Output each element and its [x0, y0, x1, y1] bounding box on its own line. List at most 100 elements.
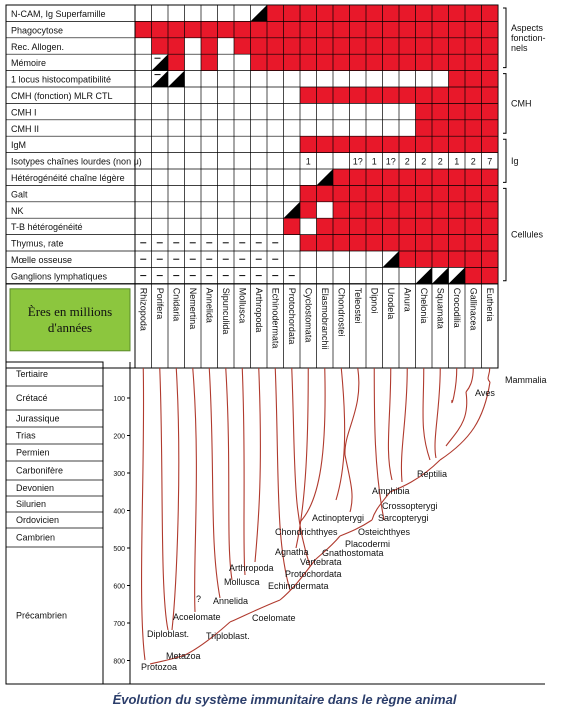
isotype-count: 2 [405, 157, 410, 167]
tree-label: Arthropoda [229, 563, 274, 573]
cell-present [465, 185, 482, 202]
cell-present [432, 21, 449, 38]
tree-label: Reptilia [417, 469, 447, 479]
cell-present [382, 218, 399, 235]
cell-present [333, 37, 350, 55]
cell-present [151, 21, 168, 38]
cell-present [432, 136, 449, 153]
taxa-frame [5, 283, 499, 369]
isotype-count: 1? [353, 157, 363, 167]
taxon-label: Chelonia [419, 288, 429, 324]
cell-present [349, 234, 366, 251]
tree-branch [389, 459, 441, 493]
isotype-count: 1 [454, 157, 459, 167]
cell-present [250, 54, 267, 71]
cell-present [481, 37, 498, 55]
tree-branch [400, 367, 408, 483]
cell-present [316, 218, 333, 235]
tree-branch [279, 559, 316, 601]
tree-branch [387, 367, 393, 481]
cell-present [432, 201, 449, 219]
cell-present [432, 103, 449, 120]
cell-present [300, 201, 317, 219]
cell-present [415, 37, 432, 55]
tree-label: Placodermi [345, 539, 390, 549]
cell-present [432, 169, 449, 186]
feature-label: Isotypes chaînes lourdes (non μ) [11, 157, 142, 167]
era-label: Jurassique [16, 414, 60, 424]
time-tick-label: 400 [113, 509, 125, 516]
cell-present [399, 87, 416, 104]
cell-present [250, 37, 267, 55]
cell-present [382, 234, 399, 251]
tree-label: Diploblast. [147, 629, 189, 639]
phylogenetic-tree: MammaliaAvesReptiliaAmphibiaCrossopteryg… [140, 367, 547, 672]
era-label: Silurien [16, 499, 46, 509]
taxon-label: Chondrostei [336, 288, 346, 337]
tree-branch [439, 381, 491, 461]
time-tick-label: 200 [113, 434, 125, 441]
time-tick-label: 100 [113, 396, 125, 403]
time-tick-label: 700 [113, 621, 125, 628]
cell-present [267, 37, 284, 55]
era-label: Trias [16, 431, 36, 441]
cell-present [432, 119, 449, 137]
cell-present [316, 185, 333, 202]
cell-transition [432, 267, 449, 284]
tree-label: Amphibia [372, 486, 410, 496]
cell-present [448, 119, 465, 137]
cell-present [415, 201, 432, 219]
cell-present [333, 185, 350, 202]
cell-present [366, 136, 383, 153]
tree-label: Echinodermata [268, 581, 329, 591]
cell-present [366, 201, 383, 219]
cell-present [481, 267, 498, 284]
cell-present [465, 54, 482, 71]
cell-present [448, 251, 465, 268]
cell-present [382, 54, 399, 71]
cell-present [399, 201, 416, 219]
eras-header-box [9, 288, 131, 352]
feature-label: Thymus, rate [11, 239, 64, 249]
tree-label: Actinopterygi [312, 513, 364, 523]
cell-present [415, 218, 432, 235]
geologic-eras: TertiaireCrétacéJurassiqueTriasPermienCa… [5, 361, 545, 685]
cell-present [366, 169, 383, 186]
cell-present [415, 234, 432, 251]
cell-present [382, 136, 399, 153]
cell-present [333, 21, 350, 38]
tree-label: Metazoa [166, 651, 201, 661]
cell-present [300, 5, 317, 22]
feature-label: Phagocytose [11, 25, 63, 35]
cell-present [448, 201, 465, 219]
tree-branch [241, 367, 246, 576]
cell-present [382, 5, 399, 22]
tree-branch [225, 367, 233, 581]
feature-label: CMH II [11, 124, 39, 134]
cell-present [481, 87, 498, 104]
cell-present [415, 21, 432, 38]
cell-present [382, 21, 399, 38]
tree-branch [344, 367, 360, 456]
isotype-count: 1? [386, 157, 396, 167]
tree-label: Vertebrata [300, 557, 342, 567]
cell-present [349, 201, 366, 219]
feature-label: 1 locus histocompatibilité [11, 75, 111, 85]
taxon-label: Nemertina [188, 288, 198, 330]
feature-label: Mémoire [11, 58, 46, 68]
cell-present [465, 5, 482, 22]
cell-present [448, 5, 465, 22]
cell-present [481, 70, 498, 87]
group-label: Aspects [511, 23, 544, 33]
feature-label: CMH (fonction) MLR CTL [11, 91, 113, 101]
cell-present [333, 136, 350, 153]
cell-present [448, 70, 465, 87]
cell-present [333, 218, 350, 235]
cell-present [151, 37, 168, 55]
eras-frame [5, 361, 104, 685]
cell-transition [415, 267, 432, 284]
cell-present [283, 5, 300, 22]
cell-present [432, 234, 449, 251]
isotype-count: 7 [487, 157, 492, 167]
taxon-label: Cyclostomata [303, 288, 313, 343]
